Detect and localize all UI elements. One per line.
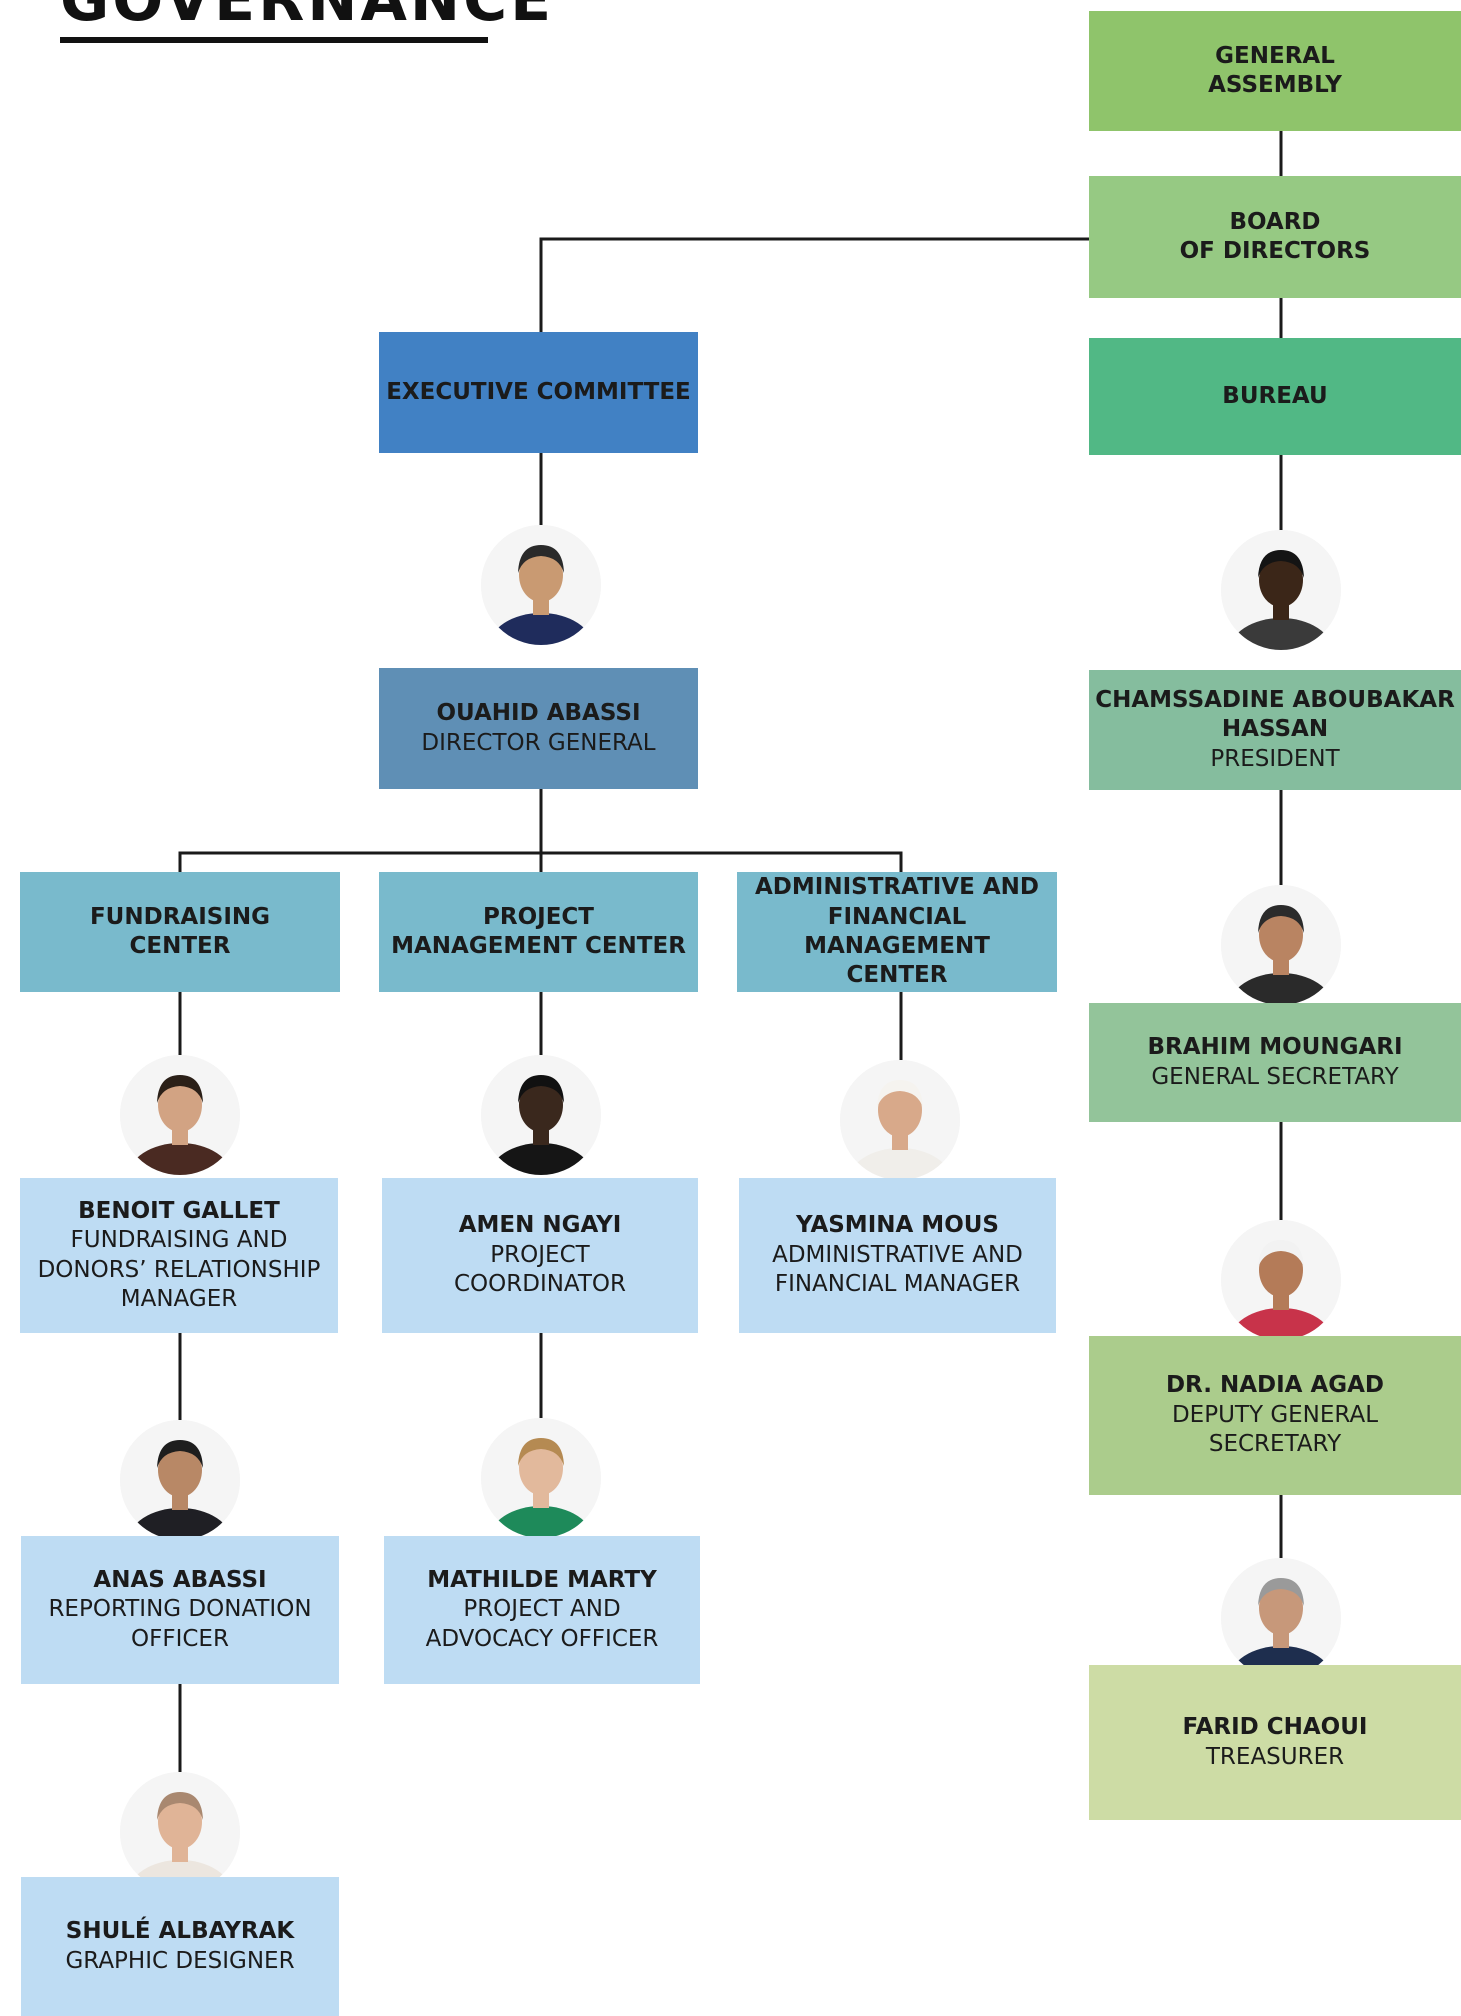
anas-abassi-box: ANAS ABASSI REPORTING DONATION OFFICER (21, 1536, 339, 1684)
bureau-box: BUREAU (1089, 338, 1461, 455)
box-line: BUREAU (1222, 382, 1328, 409)
title-underline (60, 37, 488, 43)
avatar-brahim (1221, 885, 1341, 1005)
person-name: BRAHIM MOUNGARI (1147, 1034, 1403, 1061)
person-name: HASSAN (1221, 716, 1329, 743)
avatar-benoit (120, 1055, 240, 1175)
person-photo-icon (1221, 885, 1341, 1005)
executive-committee-box: EXECUTIVE COMMITTEE (379, 332, 698, 453)
person-name: YASMINA MOUS (795, 1212, 999, 1239)
person-role: ADVOCACY OFFICER (425, 1625, 659, 1652)
person-role: GENERAL SECRETARY (1151, 1063, 1399, 1090)
yasmina-mous-box: YASMINA MOUS ADMINISTRATIVE AND FINANCIA… (739, 1178, 1056, 1333)
person-role: REPORTING DONATION (48, 1596, 312, 1623)
mathilde-marty-box: MATHILDE MARTY PROJECT AND ADVOCACY OFFI… (384, 1536, 700, 1684)
shule-albayrak-box: SHULÉ ALBAYRAK GRAPHIC DESIGNER (21, 1877, 339, 2016)
person-role: FUNDRAISING AND (70, 1227, 288, 1254)
avatar-farid (1221, 1558, 1341, 1678)
person-name: DR. NADIA AGAD (1165, 1372, 1385, 1399)
avatar-mathilde (481, 1418, 601, 1538)
person-name: AMEN NGAYI (458, 1212, 622, 1239)
person-role: PROJECT AND (463, 1596, 621, 1623)
avatar-nadia (1221, 1220, 1341, 1340)
avatar-ouahid (481, 525, 601, 645)
box-line: CENTER (846, 962, 948, 989)
person-photo-icon (1221, 1220, 1341, 1340)
president-box: CHAMSSADINE ABOUBAKAR HASSAN PRESIDENT (1089, 670, 1461, 790)
person-role: MANAGER (120, 1285, 238, 1312)
person-photo-icon (481, 525, 601, 645)
box-line: MANAGEMENT CENTER (391, 933, 686, 959)
box-line: GENERAL (1215, 42, 1335, 69)
person-name: CHAMSSADINE ABOUBAKAR (1095, 686, 1455, 713)
general-secretary-box: BRAHIM MOUNGARI GENERAL SECRETARY (1089, 1003, 1461, 1122)
connector-group (178, 131, 1283, 1772)
person-photo-icon (120, 1055, 240, 1175)
deputy-secretary-box: DR. NADIA AGAD DEPUTY GENERAL SECRETARY (1089, 1336, 1461, 1495)
connector-board-executive (539, 237, 1089, 332)
admin-financial-center-box: ADMINISTRATIVE AND FINANCIAL MANAGEMENT … (737, 872, 1057, 992)
person-role: DIRECTOR GENERAL (421, 729, 656, 756)
box-line: ASSEMBLY (1208, 72, 1342, 98)
box-line: PROJECT (483, 903, 594, 930)
person-role: FINANCIAL MANAGER (774, 1271, 1021, 1298)
amen-ngayi-box: AMEN NGAYI PROJECT COORDINATOR (382, 1178, 698, 1333)
person-name: BENOIT GALLET (78, 1197, 280, 1224)
avatar-chamssadine (1221, 530, 1341, 650)
person-role: PRESIDENT (1210, 745, 1340, 772)
person-role: PROJECT (490, 1241, 590, 1268)
person-role: GRAPHIC DESIGNER (65, 1947, 295, 1974)
box-line: CENTER (129, 933, 231, 959)
person-role: SECRETARY (1208, 1431, 1342, 1458)
box-line: BOARD (1229, 208, 1321, 235)
fundraising-center-box: FUNDRAISING CENTER (20, 872, 340, 992)
person-name: SHULÉ ALBAYRAK (65, 1918, 295, 1945)
person-photo-icon (481, 1418, 601, 1538)
person-role: DEPUTY GENERAL (1171, 1401, 1379, 1428)
benoit-gallet-box: BENOIT GALLET FUNDRAISING AND DONORS’ RE… (20, 1178, 338, 1333)
box-line: FUNDRAISING (89, 903, 271, 930)
avatar-anas (120, 1420, 240, 1540)
person-role: ADMINISTRATIVE AND (772, 1241, 1023, 1268)
director-general-box: OUAHID ABASSI DIRECTOR GENERAL (379, 668, 698, 789)
person-photo-icon (120, 1772, 240, 1892)
person-photo-icon (1221, 1558, 1341, 1678)
box-line: ADMINISTRATIVE AND (754, 874, 1040, 901)
avatar-amen (481, 1055, 601, 1175)
person-name: MATHILDE MARTY (427, 1566, 657, 1593)
person-photo-icon (120, 1420, 240, 1540)
person-photo-icon (481, 1055, 601, 1175)
box-line: OF DIRECTORS (1179, 238, 1371, 264)
project-management-center-box: PROJECT MANAGEMENT CENTER (379, 872, 698, 992)
person-name: FARID CHAOUI (1182, 1714, 1368, 1741)
person-name: OUAHID ABASSI (436, 700, 641, 727)
board-of-directors-box: BOARD OF DIRECTORS (1089, 176, 1461, 298)
page-title: GOVERNANCE (60, 0, 555, 35)
avatar-shule (120, 1772, 240, 1892)
person-name: ANAS ABASSI (93, 1566, 267, 1593)
box-line: EXECUTIVE COMMITTEE (386, 378, 691, 405)
person-photo-icon (840, 1060, 960, 1180)
person-role: DONORS’ RELATIONSHIP (37, 1256, 321, 1283)
avatar-yasmina (840, 1060, 960, 1180)
box-line: FINANCIAL MANAGEMENT (804, 903, 990, 959)
person-photo-icon (1221, 530, 1341, 650)
person-role: OFFICER (131, 1625, 229, 1652)
connector-centers-bus (178, 851, 903, 872)
person-role: COORDINATOR (453, 1271, 627, 1298)
person-role: TREASURER (1205, 1743, 1345, 1770)
general-assembly-box: GENERAL ASSEMBLY (1089, 11, 1461, 131)
treasurer-box: FARID CHAOUI TREASURER (1089, 1665, 1461, 1820)
